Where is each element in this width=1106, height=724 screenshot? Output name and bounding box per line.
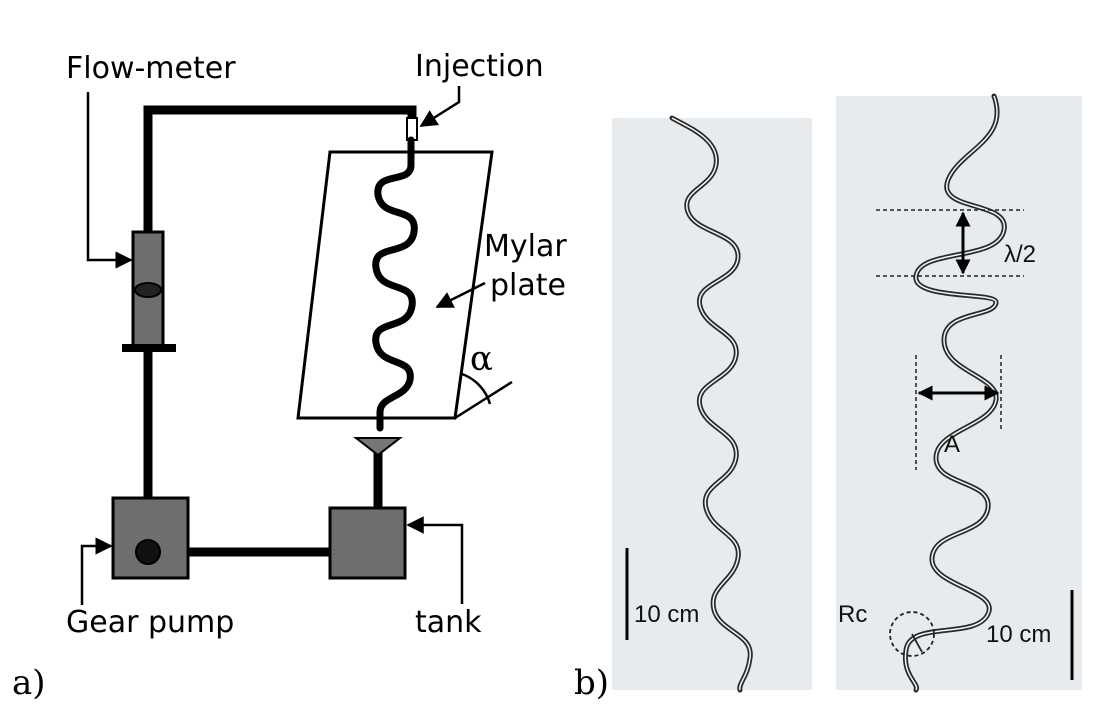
- rivulet-path: [372, 136, 418, 432]
- photo-left: [612, 118, 812, 690]
- angle-arm: [454, 380, 513, 420]
- flowmeter-base: [122, 344, 176, 352]
- pump-gear-icon: [135, 539, 161, 565]
- flowmeter-float: [134, 282, 162, 298]
- plate-label-line2: plate: [490, 268, 566, 303]
- angle-arc: [461, 372, 492, 405]
- tank: [328, 506, 407, 580]
- panel-a-label: a): [12, 663, 46, 703]
- panel-b-photos: b) 10 cm λ/2 A Rc 10 cm: [574, 93, 1082, 703]
- amplitude-label: A: [944, 431, 960, 458]
- tank-label: tank: [415, 605, 482, 640]
- flowmeter-arrow: [86, 92, 133, 269]
- pump-arrow: [80, 537, 113, 605]
- wavelength-label: λ/2: [1004, 241, 1036, 268]
- angle-label: α: [470, 339, 493, 379]
- flowmeter-label: Flow-meter: [66, 51, 236, 86]
- injection-arrow: [419, 86, 461, 128]
- pump-label: Gear pump: [66, 605, 234, 640]
- collector-funnel: [353, 437, 403, 457]
- plate-arrow: [435, 281, 486, 309]
- tank-arrow: [406, 516, 464, 604]
- gear-pump: [111, 496, 190, 580]
- left-scale-label: 10 cm: [634, 601, 699, 628]
- radius-label: Rc: [838, 601, 867, 628]
- injection-label: Injection: [415, 49, 544, 84]
- right-scale-label: 10 cm: [986, 621, 1051, 648]
- panel-a-schematic: α Flow-meter Injection Mylar plate Gear …: [12, 49, 567, 703]
- plate-label-line1: Mylar: [484, 229, 567, 264]
- radius-line: [911, 633, 923, 653]
- panel-b-label: b): [574, 663, 609, 703]
- radius-circle: [889, 611, 935, 657]
- photo-left-rivulet-core: [671, 117, 751, 691]
